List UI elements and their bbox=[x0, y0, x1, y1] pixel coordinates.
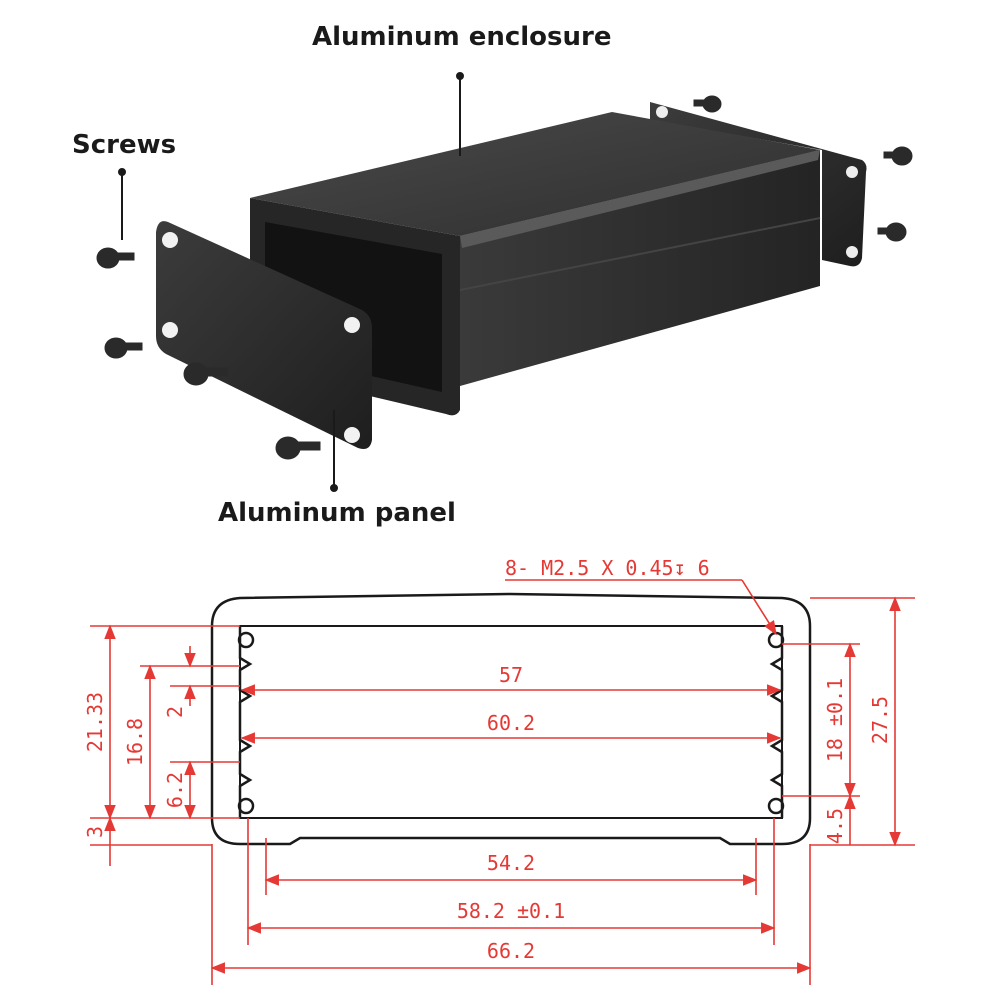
dim-screw-offset: 4.5 bbox=[823, 808, 847, 844]
thread-note: 8- M2.5 X 0.45↧ 6 bbox=[505, 556, 710, 580]
dim-inner-width: 60.2 bbox=[487, 711, 535, 735]
front-panel bbox=[156, 221, 372, 449]
profile-outline bbox=[210, 592, 812, 846]
screw-icon bbox=[883, 146, 913, 166]
screw-icon bbox=[877, 222, 907, 242]
back-panel bbox=[650, 102, 867, 267]
screw-icon bbox=[693, 95, 722, 113]
dim-slot-offset: 6.2 bbox=[163, 772, 187, 808]
dim-inner-slot-width: 57 bbox=[499, 663, 523, 687]
screws-label: Screws bbox=[72, 130, 177, 160]
panel-label: Aluminum panel bbox=[218, 498, 456, 528]
screw-group bbox=[96, 95, 913, 460]
dim-left-height-a: 21.33 bbox=[83, 692, 107, 752]
dim-bottom-inner-width: 54.2 bbox=[487, 851, 535, 875]
dim-left-height-b: 16.8 bbox=[123, 718, 147, 766]
screw-icon bbox=[104, 337, 143, 359]
enclosure-illustration bbox=[96, 72, 913, 492]
screw-icon bbox=[275, 436, 321, 460]
dim-overall-width: 66.2 bbox=[487, 939, 535, 963]
dimension-drawing: 8- M2.5 X 0.45↧ 6 57 60.2 54.2 58.2 ±0.1… bbox=[83, 556, 915, 985]
dim-overall-height: 27.5 bbox=[868, 696, 892, 744]
dimension-lines bbox=[90, 579, 915, 985]
dim-panel-width: 58.2 ±0.1 bbox=[457, 899, 565, 923]
screw-icon bbox=[96, 247, 135, 269]
dim-base-thickness: 3 bbox=[83, 826, 107, 838]
leader-lines bbox=[118, 72, 464, 492]
dim-slot-pitch: 2 bbox=[163, 706, 187, 718]
enclosure-label: Aluminum enclosure bbox=[312, 22, 612, 52]
screw-icon bbox=[183, 362, 229, 386]
dim-right-inner-height: 18 ±0.1 bbox=[823, 678, 847, 762]
